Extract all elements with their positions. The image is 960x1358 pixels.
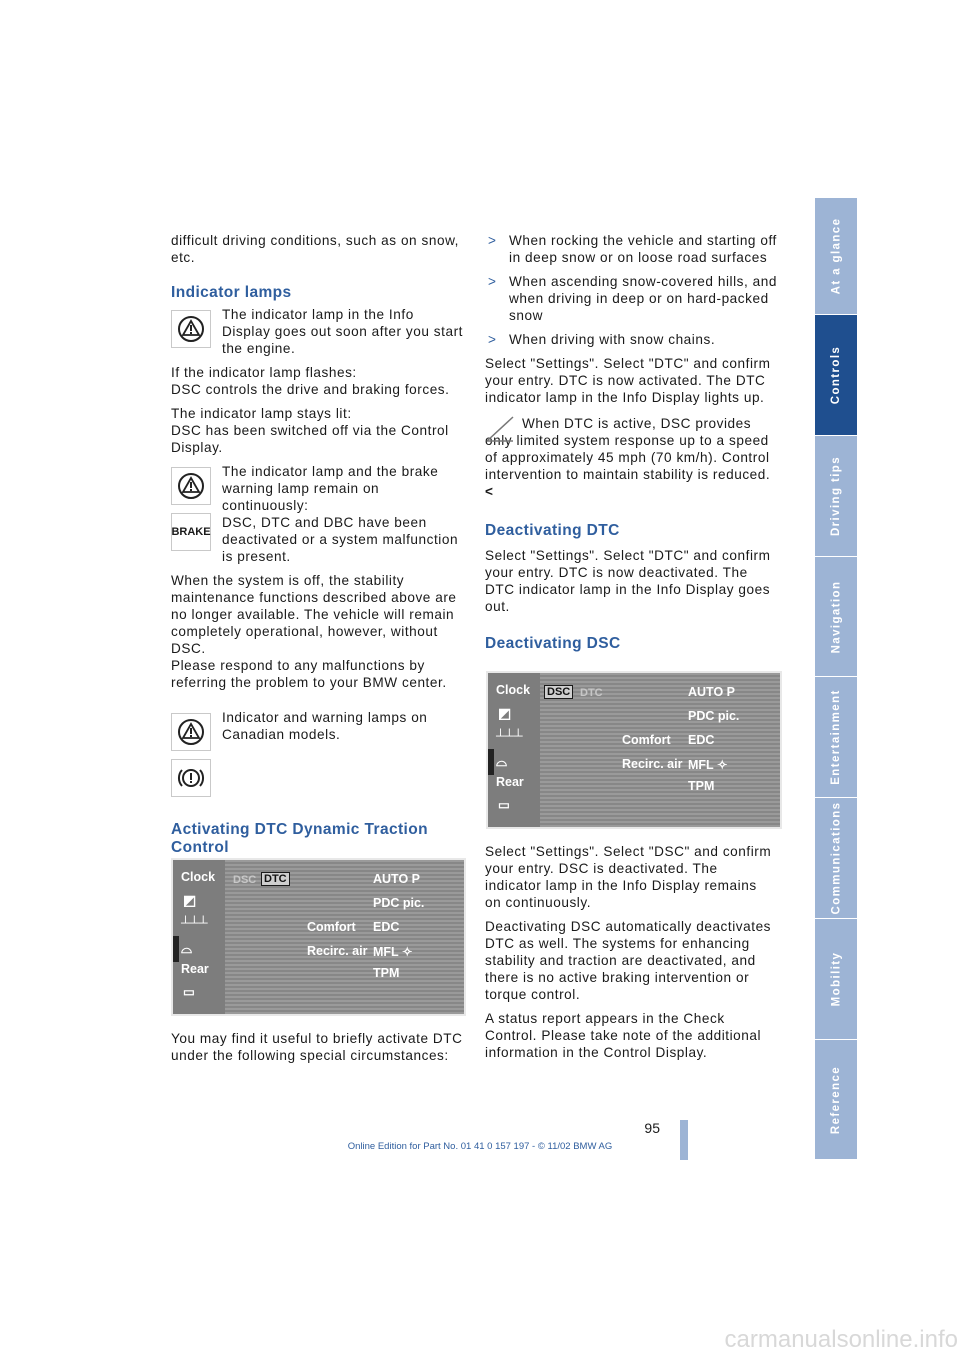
tab-mobility[interactable]: Mobility	[815, 919, 857, 1040]
selection-marker	[488, 749, 494, 775]
menu-seat-icon: ◩	[183, 892, 197, 908]
auto-deact-text: Deactivating DSC automatically deactivat…	[485, 919, 772, 1002]
brake-icon: BRAKE	[171, 513, 211, 551]
useful-text: You may find it useful to briefly activa…	[171, 1031, 463, 1063]
menu-pdc-icon: ┴┴┴	[181, 916, 208, 930]
menu-dtc-selected: DTC	[261, 872, 290, 886]
page-number: 95	[644, 1120, 660, 1136]
menu-recirc-air: Recirc. air	[307, 944, 368, 958]
intro-text: difficult driving conditions, such as on…	[171, 233, 460, 265]
menu-clock: Clock	[181, 870, 216, 884]
heading-activating-dtc: Activating DTC Dynamic Traction Control	[171, 821, 429, 856]
status-report-text: A status report appears in the Check Con…	[485, 1011, 762, 1060]
control-display-dsc: Clock ◩ ┴┴┴ ⌓ Rear ▭ DSC DTC AUTO P PDC …	[486, 671, 782, 829]
menu-car-icon: ⌓	[496, 753, 508, 769]
heading-deactivating-dtc: Deactivating DTC	[485, 522, 620, 539]
menu-seat-icon: ◩	[498, 705, 512, 721]
menu-comfort: Comfort	[622, 733, 671, 747]
menu-mfl: MFL ✧	[373, 945, 413, 959]
bullet-1: >When rocking the vehicle and starting o…	[488, 233, 777, 265]
footer-edition: Online Edition for Part No. 01 41 0 157 …	[347, 1141, 613, 1152]
dtc-note: When DTC is active, DSC provides only li…	[485, 413, 777, 500]
bullet-3: >When driving with snow chains.	[488, 332, 716, 347]
menu-dsc: DSC	[233, 874, 257, 886]
indicator-lamp-item: The indicator lamp in the Info Display g…	[171, 306, 463, 357]
menu-pdc-icon: ┴┴┴	[496, 729, 523, 743]
menu-rear: Rear	[496, 775, 524, 789]
dsc-warning-icon	[171, 310, 211, 348]
bullet-2: >When ascending snow-covered hills, and …	[488, 274, 777, 323]
dsc-warning-icon	[171, 713, 211, 751]
menu-auto-p: AUTO P	[373, 872, 420, 886]
tab-entertainment[interactable]: Entertainment	[815, 677, 857, 798]
heading-indicator-lamps: Indicator lamps	[171, 284, 292, 301]
tab-reference[interactable]: Reference	[815, 1040, 857, 1160]
select-dtc-text: Select "Settings". Select "DTC" and conf…	[485, 356, 771, 405]
menu-display-icon: ▭	[498, 798, 510, 812]
brake-text-b: DSC, DTC and DBC have been deactivated o…	[222, 515, 459, 564]
menu-pdc-pic: PDC pic.	[688, 709, 740, 723]
brake-text-a: The indicator lamp and the brake warning…	[222, 464, 439, 513]
menu-edc: EDC	[373, 920, 400, 934]
tab-at-a-glance[interactable]: At a glance	[815, 198, 857, 315]
menu-pdc-pic: PDC pic.	[373, 896, 425, 910]
menu-dsc-selected: DSC	[544, 685, 574, 699]
right-column: >When rocking the vehicle and starting o…	[485, 232, 777, 653]
canadian-lamps-item: Indicator and warning lamps on Canadian …	[171, 709, 463, 809]
menu-dtc: DTC	[580, 687, 603, 699]
menu-display-icon: ▭	[183, 985, 195, 999]
lit-text: The indicator lamp stays lit:DSC has bee…	[171, 406, 449, 455]
brake-warning-icon	[171, 759, 211, 797]
left-column: difficult driving conditions, such as on…	[171, 232, 463, 857]
tab-controls[interactable]: Controls	[815, 315, 857, 436]
respond-text: Please respond to any malfunctions by re…	[171, 658, 447, 690]
flash-text: If the indicator lamp flashes:DSC contro…	[171, 365, 450, 397]
tab-navigation[interactable]: Navigation	[815, 557, 857, 677]
menu-rear: Rear	[181, 962, 209, 976]
indicator-text: The indicator lamp in the Info Display g…	[222, 307, 463, 356]
menu-clock: Clock	[496, 683, 531, 697]
menu-comfort: Comfort	[307, 920, 356, 934]
right-column-lower: Select "Settings". Select "DSC" and conf…	[485, 843, 777, 1068]
note-icon	[486, 416, 514, 442]
dsc-warning-icon	[171, 467, 211, 505]
menu-mfl: MFL ✧	[688, 758, 728, 772]
system-off-text: When the system is off, the stability ma…	[171, 573, 457, 656]
deact-dtc-text: Select "Settings". Select "DTC" and conf…	[485, 548, 771, 614]
heading-deactivating-dsc: Deactivating DSC	[485, 635, 621, 652]
brake-lamp-item: BRAKE The indicator lamp and the brake w…	[171, 463, 463, 565]
canadian-text: Indicator and warning lamps on Canadian …	[222, 710, 428, 742]
menu-tpm: TPM	[688, 779, 715, 793]
menu-edc: EDC	[688, 733, 715, 747]
tab-communications[interactable]: Communications	[815, 798, 857, 919]
tab-driving-tips[interactable]: Driving tips	[815, 436, 857, 557]
deact-dsc-text: Select "Settings". Select "DSC" and conf…	[485, 844, 772, 910]
control-display-dtc: Clock ◩ ┴┴┴ ⌓ Rear ▭ DSC DTC AUTO P PDC …	[171, 858, 466, 1016]
page-number-bar	[680, 1120, 688, 1160]
menu-car-icon: ⌓	[181, 940, 193, 956]
watermark: carmanualsonline.info	[724, 1326, 958, 1353]
menu-recirc-air: Recirc. air	[622, 757, 683, 771]
menu-auto-p: AUTO P	[688, 685, 735, 699]
selection-marker	[173, 936, 179, 962]
menu-tpm: TPM	[373, 966, 400, 980]
